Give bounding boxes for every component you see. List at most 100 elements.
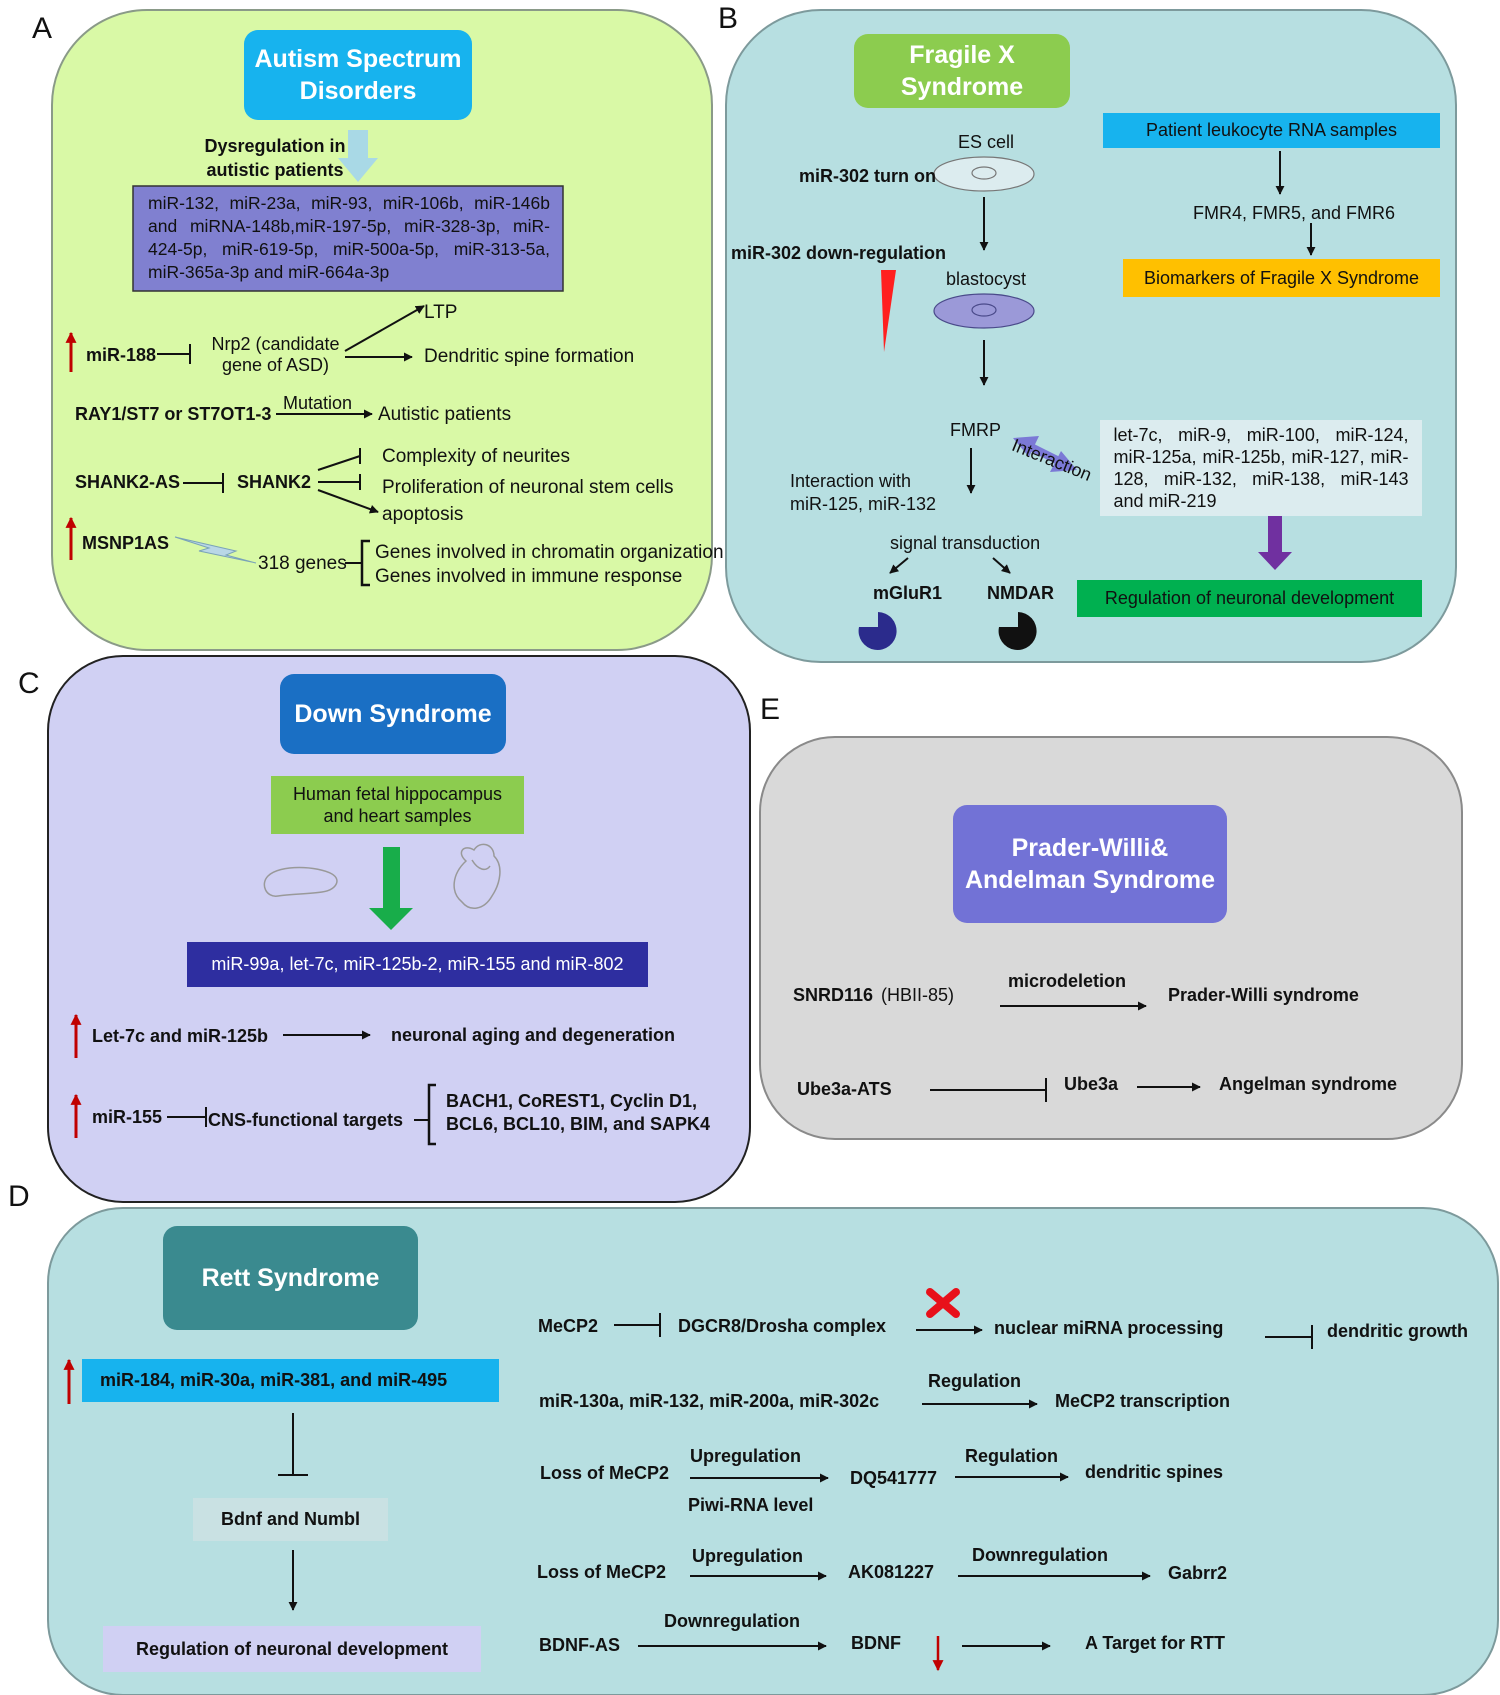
shank2-label: SHANK2 [237, 472, 312, 492]
mglur1-receptor-icon [858, 612, 897, 650]
heart-icon [453, 843, 501, 909]
autism-mirna-box-bg [132, 185, 564, 292]
down-syndrome-title: Down Syndrome [280, 674, 506, 754]
blastocyst-label: blastocyst [946, 269, 1027, 289]
dysregulation-arrow [338, 130, 378, 182]
downregulation-label-1: Downregulation [972, 1545, 1108, 1565]
gabrr2-label: Gabrr2 [1168, 1563, 1228, 1583]
ube3a-ats-label: Ube3a-ATS [797, 1079, 892, 1099]
target-rtt-label: A Target for RTT [1085, 1633, 1225, 1653]
dendritic-spine-label: Dendritic spine formation [424, 346, 635, 367]
aging-label: neuronal aging and degeneration [391, 1025, 676, 1045]
mir302-down-label: miR-302 down-regulation [731, 243, 947, 263]
es-cell-label: ES cell [958, 132, 1015, 152]
regulation-label-1: Regulation [928, 1371, 1021, 1391]
panel-letter-a: A [32, 12, 53, 45]
microdeletion-label: microdeletion [1008, 971, 1127, 991]
dgcr8-label: DGCR8/Drosha complex [678, 1316, 887, 1336]
shank2-as-label: SHANK2-AS [75, 472, 181, 492]
fragile-x-title: Fragile X Syndrome [854, 34, 1070, 108]
leukocyte-box: Patient leukocyte RNA samples [1103, 113, 1440, 148]
rett-regulation-box: Regulation of neuronal development [103, 1626, 481, 1672]
rett-title: Rett Syndrome [163, 1226, 418, 1330]
prader-title: Prader-Willi& Andelman Syndrome [953, 805, 1227, 923]
purple-down-arrow [1258, 515, 1292, 570]
interaction-with-label: Interaction with miR-125, miR-132 [790, 471, 937, 514]
let7c-label: Let-7c and miR-125b [92, 1026, 269, 1046]
immune-label: Genes involved in immune response [375, 566, 683, 587]
panel-letter-e: E [760, 693, 781, 726]
cns-targets-label: CNS-functional targets [208, 1110, 404, 1130]
autistic-patients-label: Autistic patients [378, 404, 512, 425]
signal-transduction-label: signal transduction [890, 533, 1041, 553]
mglur1-label: mGluR1 [873, 583, 943, 603]
panel-letter-c: C [18, 667, 40, 700]
fragile-mirna-box: let-7c, miR-9, miR-100, miR-124, miR-125… [1100, 420, 1422, 516]
dendritic-growth-label: dendritic growth [1327, 1321, 1468, 1341]
prader-willi-label: Prader-Willi syndrome [1168, 985, 1359, 1005]
nrp2-label: Nrp2 (candidate gene of ASD) [211, 334, 340, 375]
lightning-icon [174, 536, 257, 564]
bdnf-label: BDNF [851, 1633, 901, 1653]
proliferation-label: Proliferation of neuronal stem cells [382, 477, 674, 498]
panel-e-background [759, 736, 1463, 1140]
complexity-label: Complexity of neurites [382, 446, 570, 467]
loss-mecp2-label-1: Loss of MeCP2 [540, 1463, 670, 1483]
panel-letter-b: B [718, 2, 739, 35]
dysregulation-label: Dysregulation in autistic patients [204, 136, 346, 180]
mir130-label: miR-130a, miR-132, miR-200a, miR-302c [539, 1391, 880, 1411]
panel-c-background [47, 655, 751, 1203]
nuclear-processing-label: nuclear miRNA processing [994, 1318, 1224, 1338]
ray1-label: RAY1/ST7 or ST7OT1-3 [75, 404, 272, 424]
down-regulation-wedge [881, 270, 896, 352]
hippocampus-icon [263, 866, 338, 897]
bdnf-as-label: BDNF-AS [539, 1635, 620, 1655]
dendritic-spines-label: dendritic spines [1085, 1462, 1224, 1482]
hbii-label: (HBII-85) [881, 985, 955, 1005]
upregulation-label-1: Upregulation [690, 1446, 801, 1466]
autism-mirna-list: miR-132, miR-23a, miR-93, miR-106b, miR-… [148, 193, 550, 282]
fmr-label: FMR4, FMR5, and FMR6 [1193, 203, 1396, 223]
samples-box: Human fetal hippocampus and heart sample… [271, 776, 524, 834]
rett-mirna-box: miR-184, miR-30a, miR-381, and miR-495 [82, 1359, 499, 1402]
panel-d-background [47, 1207, 1499, 1695]
piwi-label: Piwi-RNA level [688, 1495, 814, 1515]
msnp1as-label: MSNP1AS [82, 533, 170, 553]
fragile-regulation-box: Regulation of neuronal development [1077, 580, 1422, 617]
mir302-on-label: miR-302 turn on [799, 166, 937, 186]
panel-b-background [725, 9, 1457, 663]
mir188-label: miR-188 [86, 345, 157, 365]
autism-title: Autism Spectrum Disorders [244, 30, 472, 120]
chromatin-label: Genes involved in chromatin organization [375, 542, 724, 563]
ak081227-label: AK081227 [848, 1562, 935, 1582]
genes318-label: 318 genes [258, 553, 347, 574]
ltp-label: LTP [424, 302, 458, 323]
snrd116-label: SNRD116 [793, 985, 874, 1005]
dq541777-label: DQ541777 [850, 1468, 938, 1488]
down-mirna-box: miR-99a, let-7c, miR-125b-2, miR-155 and… [187, 942, 648, 987]
upregulation-label-2: Upregulation [692, 1546, 803, 1566]
panel-letter-d: D [8, 1180, 30, 1213]
mecp2-transcription-label: MeCP2 transcription [1055, 1391, 1231, 1411]
downregulation-label-2: Downregulation [664, 1611, 800, 1631]
interaction-double-arrow [1013, 436, 1077, 472]
mutation-label: Mutation [283, 393, 353, 413]
biomarkers-box: Biomarkers of Fragile X Syndrome [1123, 259, 1440, 297]
mir155-label: miR-155 [92, 1107, 163, 1127]
ube3a-label: Ube3a [1064, 1074, 1119, 1094]
nmdar-label: NMDAR [987, 583, 1054, 603]
bdnf-numbl-box: Bdnf and Numbl [193, 1498, 388, 1541]
mecp2-label: MeCP2 [538, 1316, 599, 1336]
targets-line-1: BACH1, CoREST1, Cyclin D1, [446, 1091, 698, 1111]
nmdar-receptor-icon [998, 612, 1037, 650]
apoptosis-label: apoptosis [382, 504, 464, 525]
green-down-arrow [369, 847, 413, 930]
loss-mecp2-label-2: Loss of MeCP2 [537, 1562, 667, 1582]
fmrp-label: FMRP [950, 420, 1001, 440]
blocked-x-icon [926, 1288, 960, 1318]
regulation-label-2: Regulation [965, 1446, 1058, 1466]
angelman-label: Angelman syndrome [1219, 1074, 1398, 1094]
targets-line-2: BCL6, BCL10, BIM, and SAPK4 [446, 1114, 711, 1134]
fragile-mirna-list: let-7c, miR-9, miR-100, miR-124, miR-125… [1113, 425, 1409, 511]
